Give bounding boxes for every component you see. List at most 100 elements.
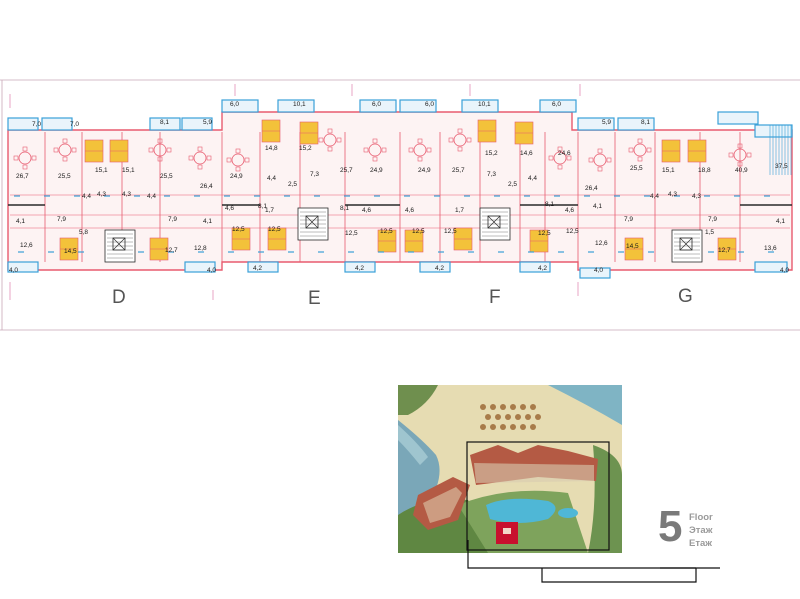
room-area-label: 25,5 xyxy=(58,173,71,180)
balcony-top xyxy=(754,124,793,138)
room-area-label: 26,4 xyxy=(585,185,598,192)
section-label-d: D xyxy=(112,287,126,308)
balcony-bottom xyxy=(754,261,788,273)
dining-table xyxy=(18,151,32,165)
room-area-label: 25,5 xyxy=(160,173,173,180)
site-connector-lines xyxy=(467,540,720,583)
room-area-label: 12,5 xyxy=(538,230,551,237)
room-area-label: 4,0 xyxy=(9,267,18,274)
elevator-cross xyxy=(305,215,319,229)
room-area-label: 12,5 xyxy=(380,228,393,235)
chair xyxy=(318,137,324,143)
room-area-label: 26,7 xyxy=(16,173,29,180)
dining-table xyxy=(231,153,245,167)
balcony-bottom xyxy=(419,261,451,273)
room-area-label: 4,2 xyxy=(253,265,262,272)
chair xyxy=(457,146,463,152)
chair xyxy=(53,147,59,153)
umbrellas xyxy=(480,404,541,430)
chair xyxy=(13,155,19,161)
room-area-label: 15,2 xyxy=(299,145,312,152)
room-area-label: 8,1 xyxy=(545,201,554,208)
elevator-shaft xyxy=(679,237,693,251)
balcony-top xyxy=(149,117,181,131)
room-area-label: 4,2 xyxy=(355,265,364,272)
floor-label-ru: Этаж xyxy=(689,525,713,536)
room-area-label: 7,0 xyxy=(70,121,79,128)
room-area-label: 14,8 xyxy=(265,145,278,152)
elevator-shaft xyxy=(305,215,319,229)
chair xyxy=(737,143,743,149)
room-area-label: 13,6 xyxy=(764,245,777,252)
chair xyxy=(336,137,342,143)
room-area-label: 24,6 xyxy=(558,150,571,157)
dining-table xyxy=(153,143,167,157)
chair xyxy=(22,146,28,152)
balcony-top xyxy=(617,117,655,131)
room-area-label: 24,9 xyxy=(230,173,243,180)
room-area-label: 4,4 xyxy=(147,193,156,200)
room-area-label: 4,1 xyxy=(593,203,602,210)
chair xyxy=(408,147,414,153)
room-area-label: 24,9 xyxy=(370,167,383,174)
room-area-label: 4,2 xyxy=(435,265,444,272)
chair xyxy=(426,147,432,153)
chair xyxy=(235,148,241,154)
balcony-top xyxy=(461,99,499,113)
room-area-label: 7,0 xyxy=(32,121,41,128)
room-area-label: 4,6 xyxy=(225,205,234,212)
room-area-label: 25,7 xyxy=(340,167,353,174)
dining-table xyxy=(58,143,72,157)
room-area-label: 4,4 xyxy=(82,193,91,200)
plan-frame xyxy=(0,79,800,331)
dining-table xyxy=(633,143,647,157)
elevator-shaft xyxy=(112,237,126,251)
room-area-label: 25,7 xyxy=(452,167,465,174)
dining-table xyxy=(413,143,427,157)
chair xyxy=(557,164,563,170)
room-area-label: 15,1 xyxy=(122,167,135,174)
site-aerial-view xyxy=(398,385,622,553)
balcony-top xyxy=(221,99,259,113)
chair xyxy=(606,157,612,163)
room-area-label: 4,2 xyxy=(538,265,547,272)
chair xyxy=(466,137,472,143)
room-area-label: 12,5 xyxy=(566,228,579,235)
chair xyxy=(31,155,37,161)
room-area-label: 24,9 xyxy=(418,167,431,174)
room-area-label: 15,2 xyxy=(485,150,498,157)
dining-table xyxy=(553,151,567,165)
stairwells xyxy=(104,207,703,263)
chair xyxy=(197,164,203,170)
room-area-label: 10,1 xyxy=(293,101,306,108)
balcony-top xyxy=(277,99,315,113)
dining-table xyxy=(733,148,747,162)
chair xyxy=(372,138,378,144)
dining-table xyxy=(453,133,467,147)
room-area-label: 12,5 xyxy=(268,226,281,233)
chair xyxy=(363,147,369,153)
room-area-label: 4,3 xyxy=(122,191,131,198)
room-area-label: 8,1 xyxy=(340,205,349,212)
chair xyxy=(646,147,652,153)
balcony-top xyxy=(359,99,397,113)
room-area-label: 14,5 xyxy=(626,243,639,250)
room-area-label: 4,6 xyxy=(362,207,371,214)
chair xyxy=(448,137,454,143)
room-area-label: 4,4 xyxy=(650,193,659,200)
chair xyxy=(628,147,634,153)
chair xyxy=(244,157,250,163)
balcony-top xyxy=(41,117,73,131)
room-area-label: 6,0 xyxy=(372,101,381,108)
dining-table xyxy=(368,143,382,157)
chair xyxy=(737,161,743,167)
room-area-label: 4,4 xyxy=(267,175,276,182)
chair xyxy=(235,166,241,172)
room-area-label: 12,5 xyxy=(232,226,245,233)
chair xyxy=(197,146,203,152)
floor-label-bg: Етаж xyxy=(689,538,713,549)
chair xyxy=(417,138,423,144)
chair xyxy=(381,147,387,153)
